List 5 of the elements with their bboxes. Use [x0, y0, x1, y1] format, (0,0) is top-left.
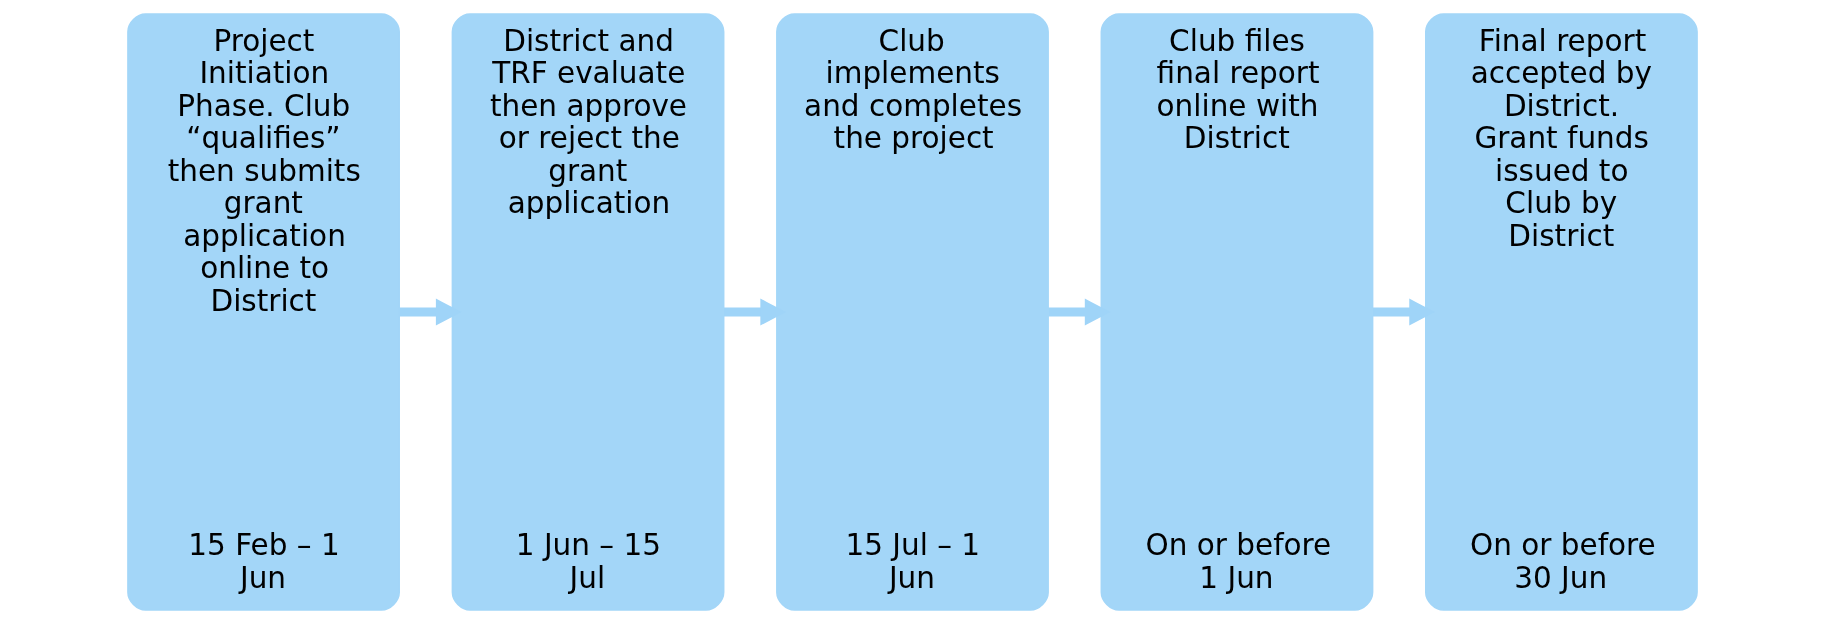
node-box: Club files final report online with District On or before 1 Jun — [1100, 13, 1374, 611]
node-box: District and TRF evaluate then approve or reject the grant application 1 Jun – 15 Jul — [451, 13, 725, 611]
node-box: Final report accepted by District. Grant funds issued to Club by District On or before 30 Jun — [1425, 13, 1698, 611]
node-box: Project Initiation Phase. Club “qualifies” then submits grant application online to District 15 Feb – 1 Jun — [127, 13, 400, 611]
node-box: Club implements and completes the project 15 Jul – 1 Jun — [776, 13, 1049, 611]
